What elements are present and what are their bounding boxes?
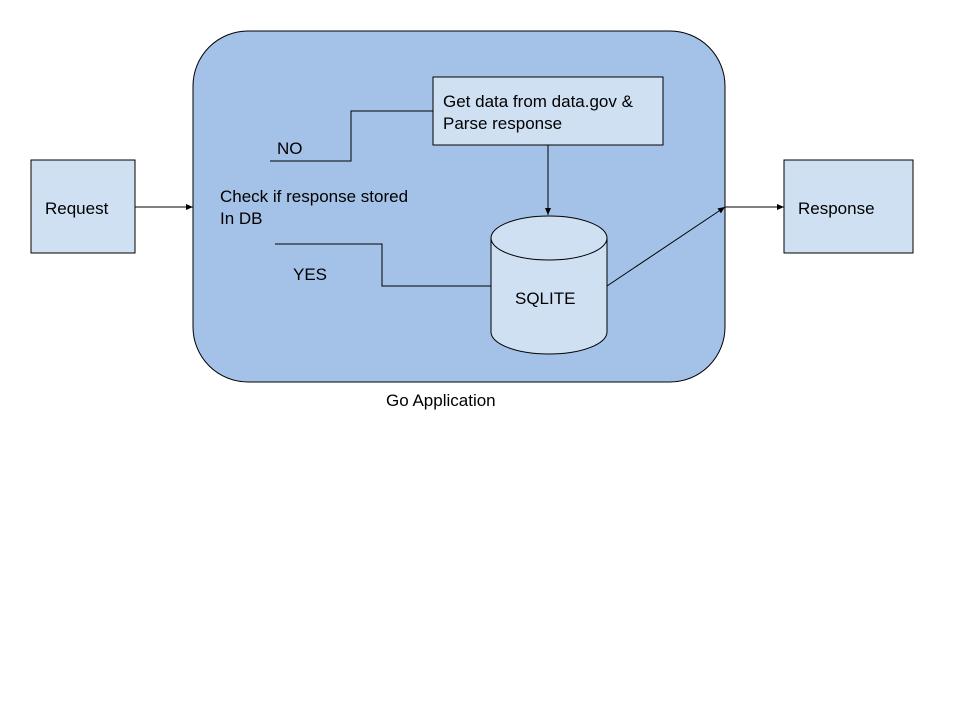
response-label: Response: [798, 199, 875, 218]
fetch-label-line2: Parse response: [443, 114, 562, 133]
fetch-label-line1: Get data from data.gov &: [443, 92, 634, 111]
response-node: [783, 159, 914, 254]
no-branch-connector: [270, 110, 433, 162]
sqlite-database: [490, 215, 608, 355]
db-to-app-edge-arrow: [606, 206, 726, 287]
request-node: [30, 159, 136, 254]
check-db-label-line2: In DB: [220, 209, 263, 228]
check-db-label-line1: Check if response stored: [220, 187, 408, 206]
request-label: Request: [45, 199, 109, 218]
fetch-parse-node: [432, 76, 664, 146]
no-branch-label: NO: [277, 139, 303, 158]
yes-branch-connector: [275, 243, 491, 287]
sqlite-label: SQLITE: [515, 289, 575, 308]
go-application-label: Go Application: [386, 391, 496, 410]
yes-branch-label: YES: [293, 265, 327, 284]
